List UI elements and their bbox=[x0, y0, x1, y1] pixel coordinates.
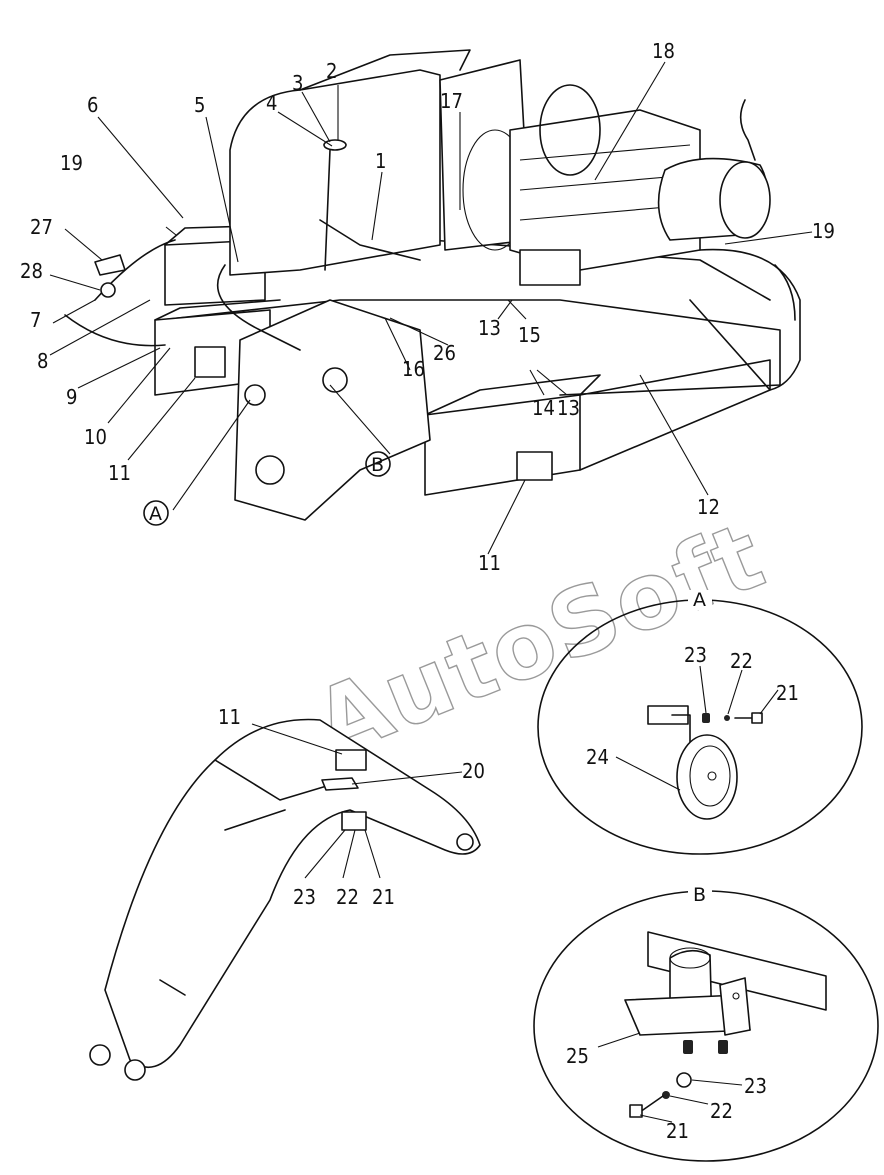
callout-11: 11 bbox=[108, 461, 131, 485]
detail-a-callouts: 23 22 21 24 bbox=[586, 643, 799, 769]
callout-16: 16 bbox=[402, 357, 425, 381]
circle-marker-b: B bbox=[365, 451, 391, 477]
detail-b: B bbox=[533, 884, 879, 1162]
detail-b-callout-25: 25 bbox=[566, 1044, 589, 1068]
detail-b-title: B bbox=[693, 884, 706, 906]
callout-3: 3 bbox=[292, 71, 303, 95]
upper-callouts: 1 2 3 4 5 6 7 8 9 10 11 12 13 13 14 15 1… bbox=[20, 39, 835, 575]
callout-9: 9 bbox=[66, 385, 77, 409]
callout-11b: 11 bbox=[478, 551, 501, 575]
boom-callout-22: 22 bbox=[336, 885, 359, 909]
boom-callout-11: 11 bbox=[218, 705, 241, 729]
callout-8: 8 bbox=[37, 349, 48, 373]
detail-b-callout-21: 21 bbox=[666, 1119, 689, 1143]
callout-10: 10 bbox=[84, 425, 107, 449]
detail-a-callout-22: 22 bbox=[730, 649, 753, 673]
detail-b-callouts: 25 23 22 21 bbox=[566, 1044, 767, 1143]
callout-13b: 13 bbox=[557, 396, 580, 420]
boom-leader-lines bbox=[251, 723, 463, 879]
callout-27: 27 bbox=[30, 215, 53, 239]
detail-b-callout-23: 23 bbox=[744, 1074, 767, 1098]
svg-text:B: B bbox=[371, 454, 384, 476]
callout-17: 17 bbox=[440, 89, 463, 113]
svg-text:A: A bbox=[149, 503, 162, 525]
callout-18: 18 bbox=[652, 39, 675, 63]
callout-12: 12 bbox=[697, 495, 720, 519]
detail-a-leaders bbox=[615, 665, 779, 791]
circle-marker-a: A bbox=[143, 500, 169, 526]
detail-a-callout-21: 21 bbox=[776, 681, 799, 705]
boom-callout-23: 23 bbox=[293, 885, 316, 909]
detail-b-leaders bbox=[597, 1032, 743, 1123]
callout-15: 15 bbox=[518, 323, 541, 347]
boom-drawing bbox=[89, 718, 481, 1081]
callout-4: 4 bbox=[266, 91, 277, 115]
detail-b-callout-22: 22 bbox=[710, 1099, 733, 1123]
upper-leader-lines bbox=[49, 61, 813, 555]
callout-7: 7 bbox=[30, 308, 41, 332]
callout-13: 13 bbox=[478, 316, 501, 340]
detail-a-callout-24: 24 bbox=[586, 745, 609, 769]
upper-structure-drawing bbox=[64, 49, 801, 521]
callout-5: 5 bbox=[194, 93, 205, 117]
boom-callouts: 11 20 23 22 21 bbox=[218, 705, 485, 909]
boom-callout-21: 21 bbox=[372, 885, 395, 909]
callout-26: 26 bbox=[433, 341, 456, 365]
callout-19b: 19 bbox=[812, 219, 835, 243]
callout-28: 28 bbox=[20, 259, 43, 283]
callout-1: 1 bbox=[375, 149, 386, 173]
boom-callout-20: 20 bbox=[462, 759, 485, 783]
callout-19: 19 bbox=[60, 151, 83, 175]
detail-a: A bbox=[537, 589, 863, 855]
detail-a-callout-23: 23 bbox=[684, 643, 707, 667]
detail-a-title: A bbox=[693, 589, 706, 611]
callout-2: 2 bbox=[326, 59, 337, 83]
callout-14: 14 bbox=[532, 396, 555, 420]
callout-6: 6 bbox=[87, 93, 98, 117]
